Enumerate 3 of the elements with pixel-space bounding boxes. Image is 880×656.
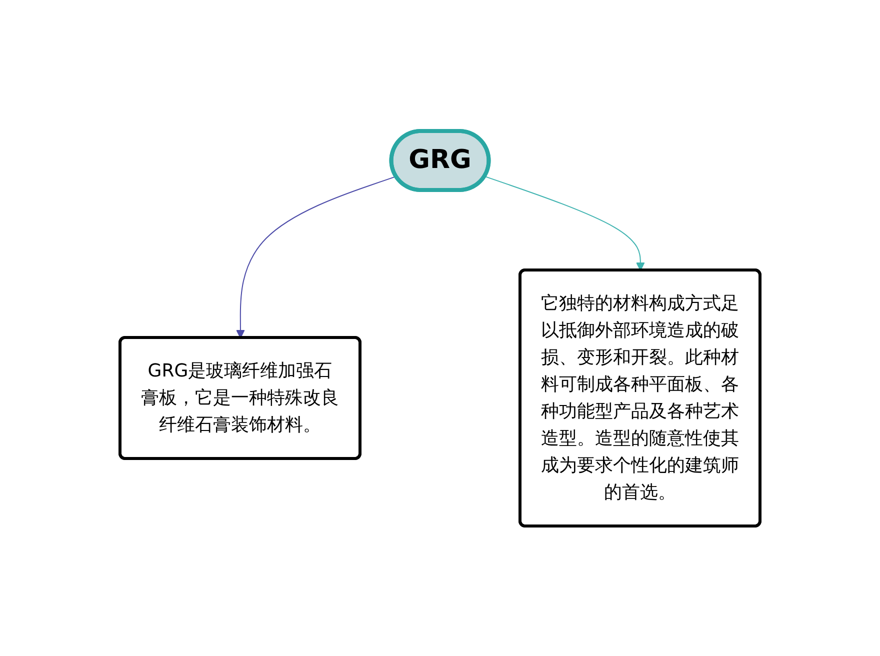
node-text: 它独特的材料构成方式足以抵御外部环境造成的破损、变形和开裂。此种材料可制成各种平面板、各种功能型产品及各种艺术造型。造型的随意性使其成为要求个性化的建筑师的首选。 [541, 292, 739, 502]
arrow [484, 175, 645, 270]
arrow [236, 175, 397, 338]
